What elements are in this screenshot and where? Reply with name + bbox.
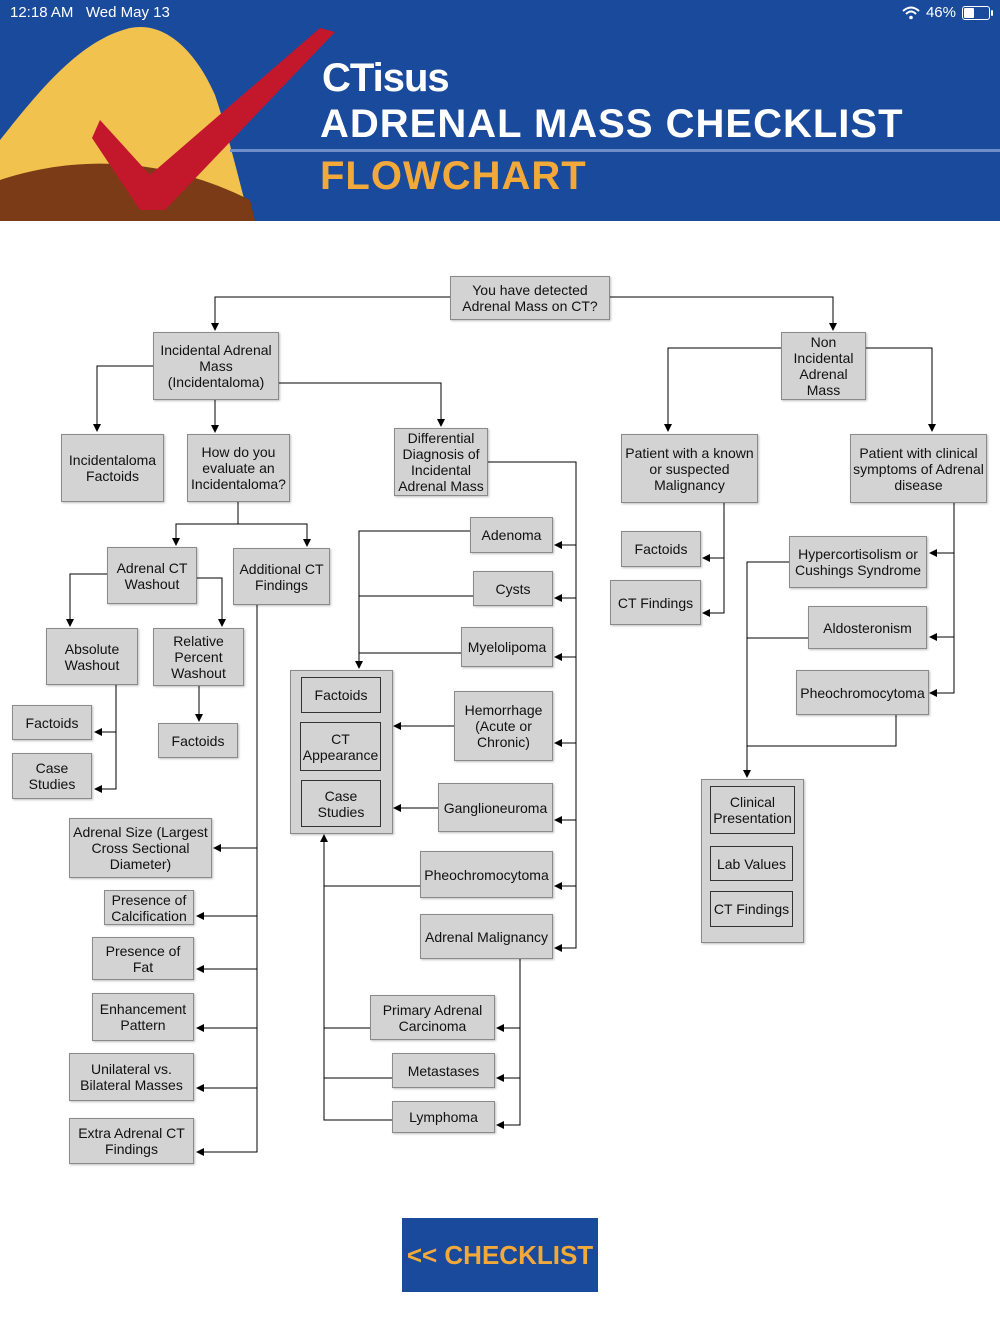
ct-finding-unilateral-bilateral[interactable]: Unilateral vs. Bilateral Masses <box>69 1053 194 1101</box>
clinical-cushings[interactable]: Hypercortisolism or Cushings Syndrome <box>789 536 927 588</box>
info-factoids[interactable]: Factoids <box>301 677 381 713</box>
ct-finding-calcification[interactable]: Presence of Calcification <box>104 890 194 925</box>
date-text: Wed May 13 <box>85 4 170 21</box>
washout-factoids[interactable]: Factoids <box>12 705 92 740</box>
diff-myelolipoma[interactable]: Myelolipoma <box>461 627 553 667</box>
status-time: 12:18 AM Wed May 13 <box>10 4 170 21</box>
malignancy-ct-findings[interactable]: CT Findings <box>610 580 701 625</box>
malignancy-metastases[interactable]: Metastases <box>392 1053 495 1088</box>
diff-cysts[interactable]: Cysts <box>473 571 553 606</box>
clinical-pheochromocytoma[interactable]: Pheochromocytoma <box>796 670 929 715</box>
header-banner: CTisus ADRENAL MASS CHECKLIST FLOWCHART <box>0 0 1000 221</box>
page-title: ADRENAL MASS CHECKLIST <box>320 102 904 146</box>
clinical-presentation[interactable]: Clinical Presentation <box>710 786 795 834</box>
info-case-studies[interactable]: Case Studies <box>301 780 381 827</box>
diff-ganglioneuroma[interactable]: Ganglioneuroma <box>438 783 553 832</box>
title-divider <box>230 149 1000 152</box>
clinical-symptoms[interactable]: Patient with clinical symptoms of Adrena… <box>850 434 987 503</box>
diff-pheochromocytoma[interactable]: Pheochromocytoma <box>420 851 553 898</box>
additional-ct-findings[interactable]: Additional CT Findings <box>233 548 330 605</box>
washout-case-studies[interactable]: Case Studies <box>12 753 92 799</box>
diff-adenoma[interactable]: Adenoma <box>470 517 553 553</box>
checklist-button[interactable]: << CHECKLIST <box>402 1218 598 1292</box>
malignancy-factoids[interactable]: Factoids <box>621 531 701 567</box>
how-evaluate-incidentaloma[interactable]: How do you evaluate an Incidentaloma? <box>187 434 290 502</box>
logo-text: CTisus <box>322 56 450 100</box>
malignancy-lymphoma[interactable]: Lymphoma <box>392 1101 495 1133</box>
clinical-lab-values[interactable]: Lab Values <box>710 846 793 881</box>
differential-diagnosis[interactable]: Differential Diagnosis of Incidental Adr… <box>394 428 488 496</box>
page-subtitle: FLOWCHART <box>320 154 587 198</box>
relative-washout-factoids[interactable]: Factoids <box>158 723 238 758</box>
root-question[interactable]: You have detected Adrenal Mass on CT? <box>450 276 610 320</box>
ct-finding-enhancement[interactable]: Enhancement Pattern <box>92 993 194 1041</box>
ct-finding-fat[interactable]: Presence of Fat <box>92 937 194 980</box>
ct-finding-adrenal-size[interactable]: Adrenal Size (Largest Cross Sectional Di… <box>69 818 212 878</box>
clinical-ct-findings[interactable]: CT Findings <box>710 891 793 927</box>
info-ct-appearance[interactable]: CT Appearance <box>300 722 381 771</box>
incidentaloma-factoids[interactable]: Incidentaloma Factoids <box>61 434 164 502</box>
ctisus-logo: CTisus <box>322 56 450 101</box>
clinical-aldosteronism[interactable]: Aldosteronism <box>808 606 927 649</box>
diff-hemorrhage[interactable]: Hemorrhage (Acute or Chronic) <box>454 691 553 761</box>
wifi-icon <box>902 6 920 19</box>
adrenal-ct-washout[interactable]: Adrenal CT Washout <box>107 547 197 604</box>
known-malignancy[interactable]: Patient with a known or suspected Malign… <box>621 434 758 503</box>
relative-percent-washout[interactable]: Relative Percent Washout <box>153 628 244 686</box>
battery-icon <box>962 5 993 20</box>
status-bar: 12:18 AM Wed May 13 46% <box>0 0 1000 26</box>
non-incidental-adrenal-mass[interactable]: Non Incidental Adrenal Mass <box>781 332 866 400</box>
absolute-washout[interactable]: Absolute Washout <box>46 628 138 685</box>
incidental-adrenal-mass[interactable]: Incidental Adrenal Mass (Incidentaloma) <box>153 332 279 400</box>
diff-adrenal-malignancy[interactable]: Adrenal Malignancy <box>420 914 553 959</box>
checkmark-icon <box>92 28 335 210</box>
time-text: 12:18 AM <box>10 4 74 21</box>
battery-level <box>964 7 974 18</box>
ct-finding-extra-adrenal[interactable]: Extra Adrenal CT Findings <box>69 1118 194 1164</box>
header-art <box>0 26 335 221</box>
malignancy-primary-carcinoma[interactable]: Primary Adrenal Carcinoma <box>370 995 495 1040</box>
battery-percent: 46% <box>925 4 956 21</box>
